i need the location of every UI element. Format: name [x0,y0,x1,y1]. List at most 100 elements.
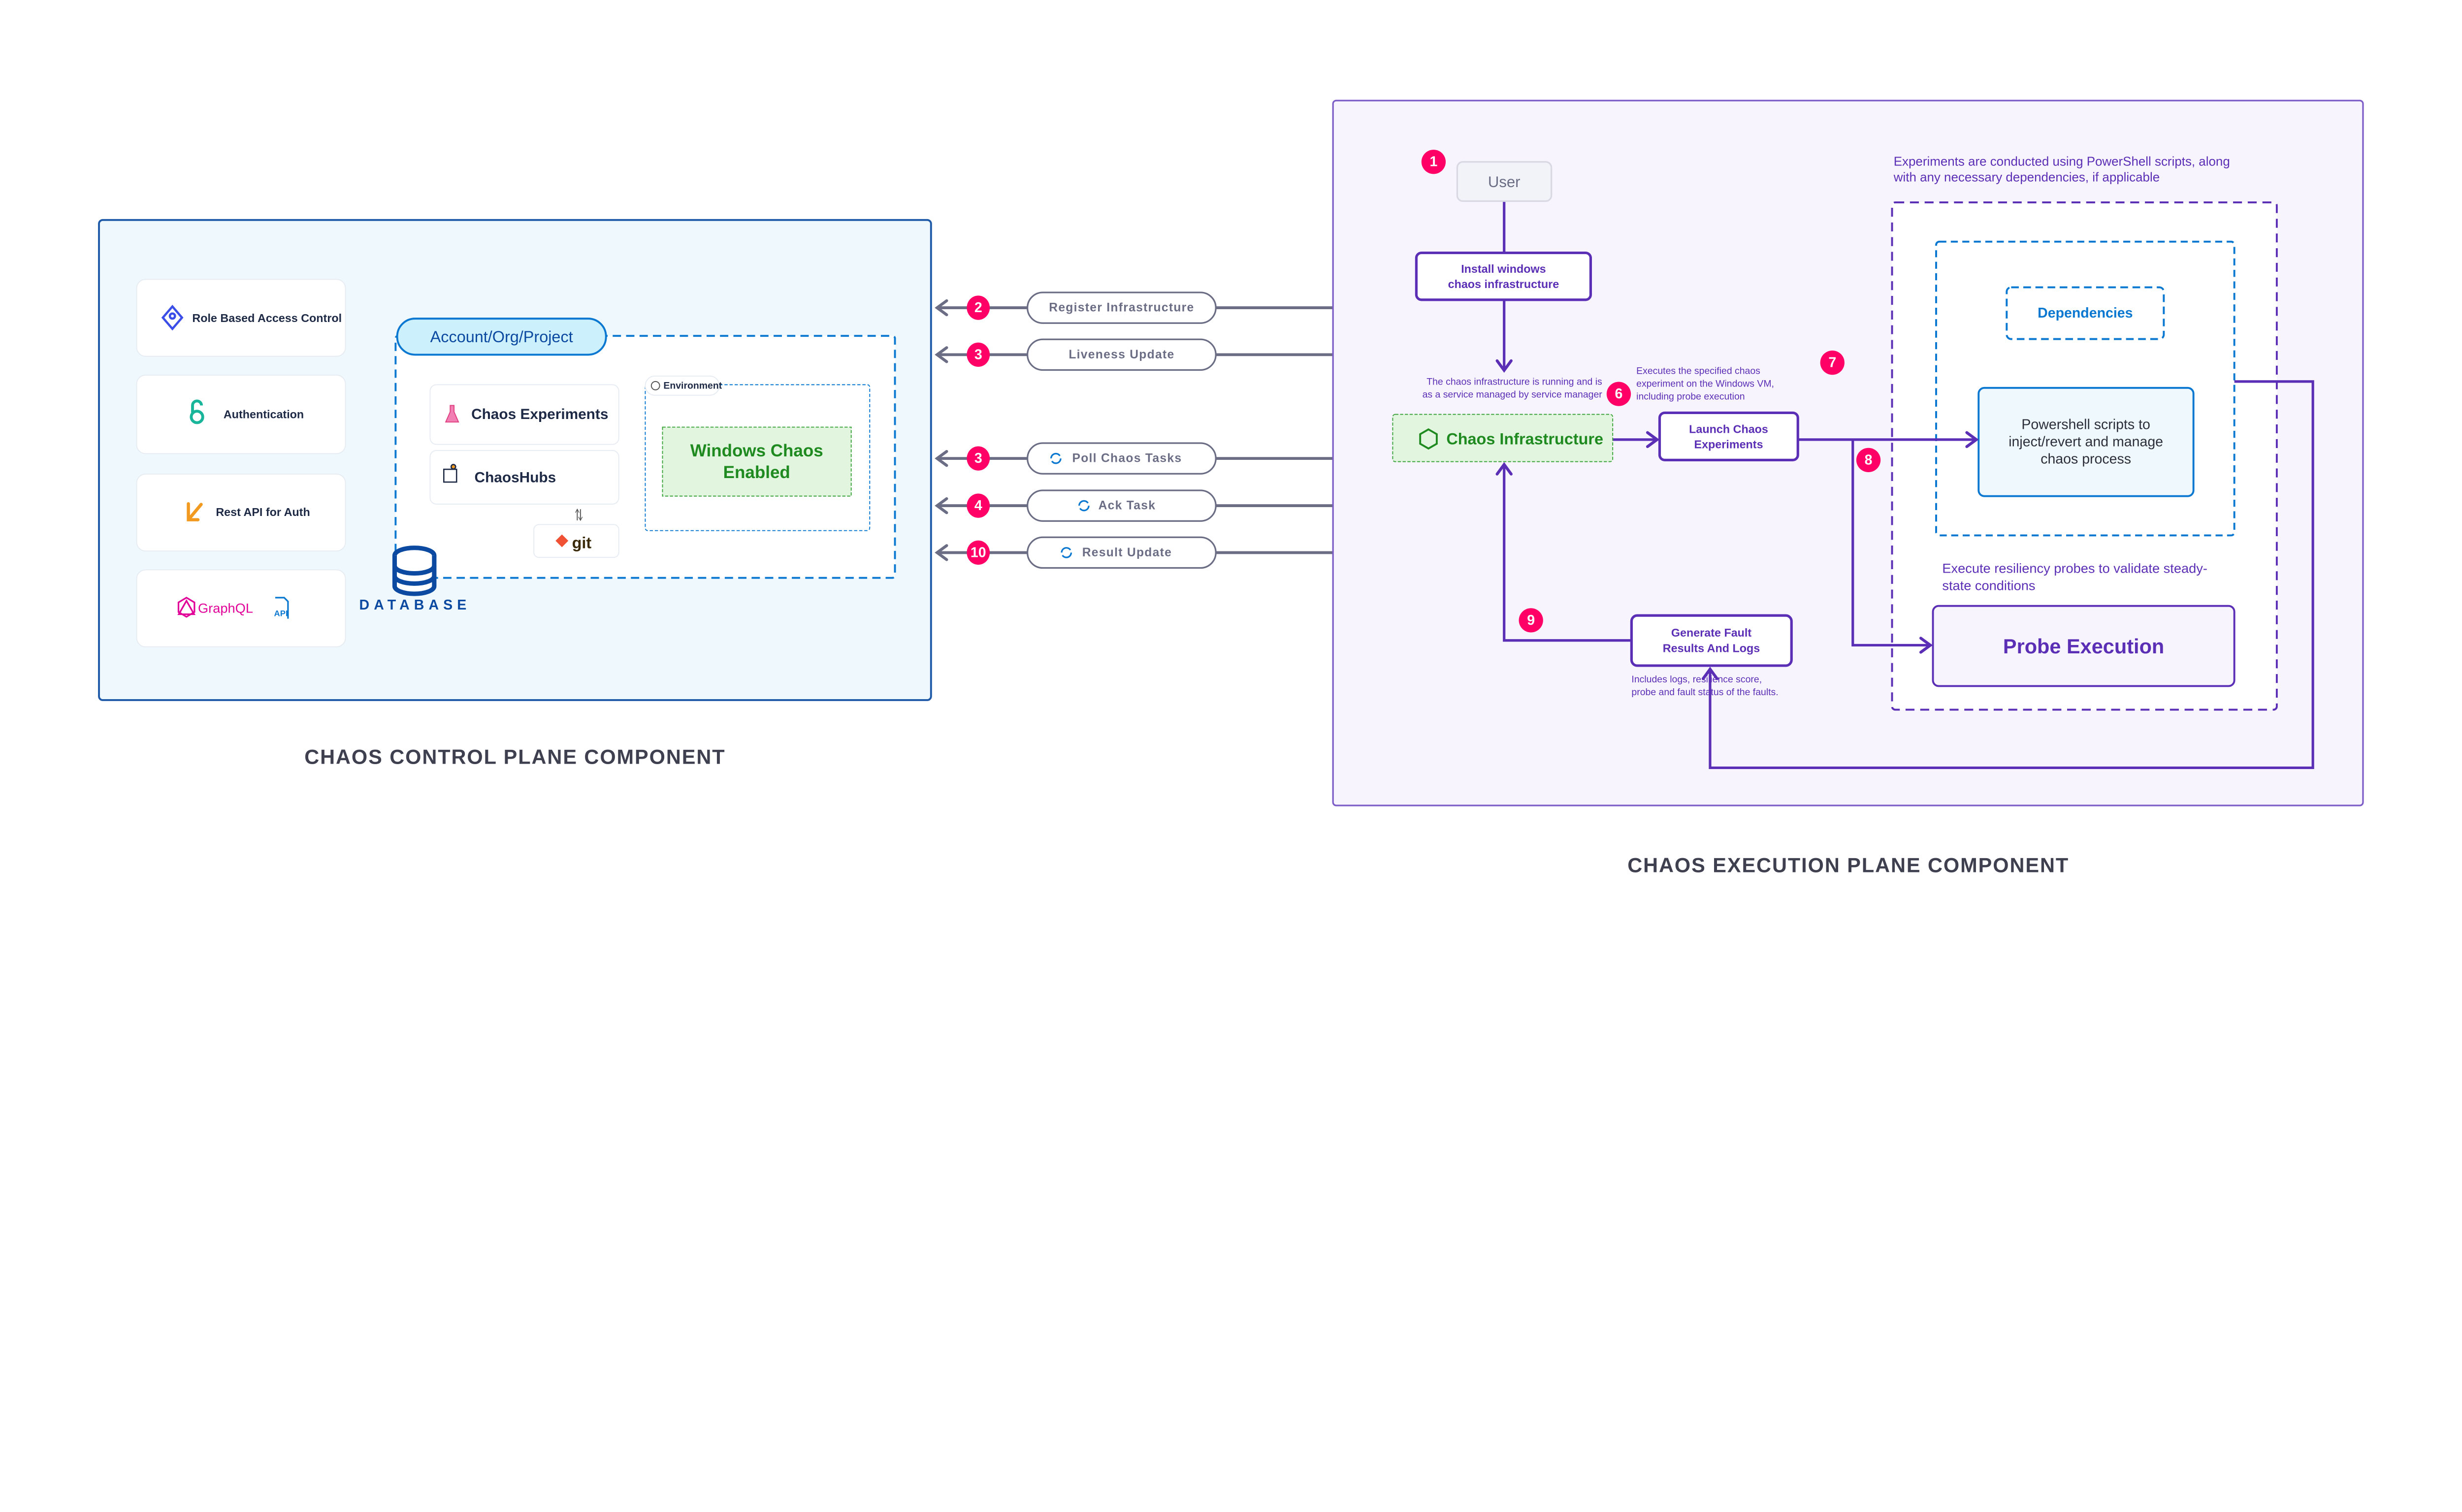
install-infra-box[interactable]: Install windows chaos infrastructure [1415,251,1592,301]
module-chaoshubs[interactable]: ChaosHubs [429,450,619,505]
card-label: Role Based Access Control [192,312,342,324]
database-label: DATABASE [359,597,471,613]
card-authentication[interactable]: Authentication [136,374,346,454]
dependencies-label: Dependencies [2038,305,2133,321]
environment-pill: Environment [645,375,722,396]
step-badge: 8 [1856,448,1881,473]
message-pill[interactable]: Ack Task [1026,489,1217,522]
user-label: User [1488,173,1521,191]
graphql-label: GraphQL [198,601,253,616]
install-label: chaos infrastructure [1448,278,1559,290]
dependencies-box[interactable]: Dependencies [2006,286,2165,340]
api-label: API [274,609,288,618]
step-badge: 6 [1606,382,1631,406]
message-result-update: 10 Result Update [935,536,1333,569]
step-badge: 3 [967,446,990,471]
windows-chaos-label: Enabled [723,463,790,482]
card-graphql[interactable]: GraphQL API [136,569,346,647]
powershell-label: chaos process [2041,451,2131,467]
step-badge: 4 [967,493,990,518]
step-badge: 10 [967,540,990,565]
card-rbac[interactable]: Role Based Access Control [136,279,346,357]
connectors [1495,201,2314,770]
api-doc-icon: API [274,597,289,619]
account-scope-label: Account/Org/Project [430,328,573,346]
svg-text:9: 9 [1527,612,1535,628]
svg-text:10: 10 [971,545,986,560]
generate-note: Includes logs, resilience score, [1631,674,1762,685]
message-label: Result Update [1082,546,1172,559]
infra-note: The chaos infrastructure is running and … [1426,377,1602,387]
architecture-diagram: Role Based Access Control Authentication… [98,99,2364,877]
launch-note: including probe execution [1636,391,1745,402]
svg-text:2: 2 [974,300,982,316]
message-pill[interactable]: Result Update [1026,536,1217,569]
execution-plane-title: CHAOS EXECUTION PLANE COMPONENT [1627,854,2069,877]
execution-plane-panel: Experiments are conducted using PowerShe… [1332,99,2364,806]
card-label: Authentication [224,408,304,421]
card-label: Rest API for Auth [216,506,310,518]
launch-label: Launch Chaos [1689,422,1768,435]
scripts-note: with any necessary dependencies, if appl… [1893,171,2160,185]
rest-api-icon [187,502,203,521]
rbac-icon [161,304,184,331]
infra-note: as a service managed by service manager [1423,389,1603,400]
step-badge: 7 [1820,350,1845,375]
step-badge: 2 [967,295,990,320]
step-badge: 9 [1519,608,1543,633]
generate-results-box[interactable]: Generate Fault Results And Logs [1630,614,1793,667]
generate-note: probe and fault status of the faults. [1631,687,1778,698]
environment-icon [650,381,660,390]
powershell-box[interactable]: Powershell scripts to inject/revert and … [1977,386,2195,497]
message-ack-task: 4 Ack Task [935,489,1333,522]
probe-execution-box[interactable]: Probe Execution [1932,605,2235,687]
flask-icon [445,405,459,423]
card-rest-api[interactable]: Rest API for Auth [136,473,346,552]
step-badge: 3 [967,342,990,367]
sync-arrows-icon [577,509,580,520]
windows-chaos-enabled: Windows Chaos Enabled [662,426,852,497]
message-liveness-update: 3 Liveness Update [935,338,1333,371]
message-label: Ack Task [1099,499,1156,513]
message-label: Liveness Update [1069,348,1174,361]
install-label: Install windows [1461,262,1546,275]
message-pill[interactable]: Poll Chaos Tasks [1026,442,1217,475]
control-plane-title: CHAOS CONTROL PLANE COMPONENT [304,745,725,768]
svg-text:8: 8 [1865,452,1873,468]
generate-label: Results And Logs [1663,642,1760,654]
module-label: ChaosHubs [475,470,556,486]
launch-note: experiment on the Windows VM, [1636,378,1774,389]
environment-label: Environment [663,380,722,391]
generate-label: Generate Fault [1671,626,1752,639]
launch-note: Executes the specified chaos [1636,365,1760,376]
user-node[interactable]: User [1456,161,1553,202]
message-flows: 2 Register Infrastructure 3 Liveness Update… [935,291,1333,569]
database-icon [392,546,437,596]
graphql-icon [177,596,196,618]
step-badge: 1 [1421,150,1446,174]
powershell-label: Powershell scripts to [2021,417,2150,432]
message-pill[interactable]: Register Infrastructure [1026,291,1217,324]
message-pill[interactable]: Liveness Update [1026,338,1217,371]
message-label: Register Infrastructure [1049,301,1194,315]
sync-icon [1050,452,1062,464]
openaccess-icon [190,399,204,424]
chaos-infrastructure-box[interactable]: Chaos Infrastructure [1392,414,1614,462]
infrastructure-hex-icon [1419,428,1438,450]
message-register-infrastructure: 2 Register Infrastructure [935,291,1333,324]
probe-execution-label: Probe Execution [2003,635,2164,658]
control-plane-panel: Role Based Access Control Authentication… [98,219,932,701]
module-label: Chaos Experiments [471,406,608,422]
svg-text:6: 6 [1615,386,1623,402]
git-card[interactable]: git [533,524,619,558]
account-scope-pill[interactable]: Account/Org/Project [396,318,607,356]
launch-experiments-box[interactable]: Launch Chaos Experiments [1658,411,1799,461]
svg-text:4: 4 [974,498,982,514]
powershell-label: inject/revert and manage [2008,434,2163,450]
svg-text:1: 1 [1429,154,1437,170]
svg-text:3: 3 [974,450,982,466]
infra-label: Chaos Infrastructure [1446,430,1603,448]
sync-icon [1078,500,1090,512]
module-chaos-experiments[interactable]: Chaos Experiments [429,384,619,445]
scripts-note: Experiments are conducted using PowerShe… [1894,155,2230,169]
